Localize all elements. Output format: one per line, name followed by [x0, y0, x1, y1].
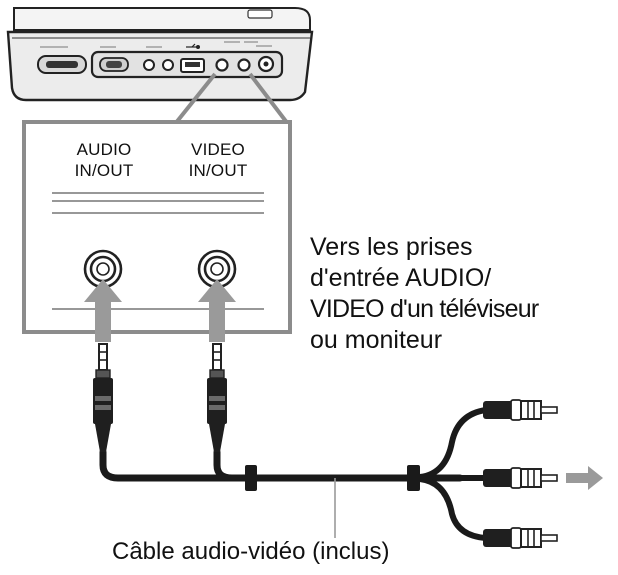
- dvd-player: [6, 7, 314, 102]
- rca-plug-top: [483, 399, 558, 421]
- mini-plug-video: [207, 343, 227, 452]
- port-label-video: VIDEO IN/OUT: [166, 139, 270, 181]
- zoom-callout: [173, 72, 290, 126]
- usb-icon: [186, 43, 201, 49]
- destination-line-4: ou moniteur: [310, 326, 443, 354]
- audio-jack-large: [83, 249, 123, 289]
- rca-plug-bottom: [483, 527, 558, 549]
- arrow-up-icon: [198, 279, 236, 342]
- player-video-jack: [237, 58, 251, 72]
- mini-plug-audio: [93, 343, 113, 452]
- tiny-port-labels: [40, 41, 272, 48]
- jack-small-1: [143, 59, 155, 71]
- jack-small-2: [162, 59, 174, 71]
- destination-line-1: Vers les prises: [310, 233, 473, 261]
- cable-clamp-right: [407, 465, 420, 491]
- player-audio-jack: [215, 58, 229, 72]
- arrow-up-icon: [84, 279, 122, 342]
- cable-caption: Câble audio-vidéo (inclus): [112, 538, 390, 565]
- rca-plug-middle: [483, 467, 558, 489]
- port-label-audio-text: AUDIO IN/OUT: [74, 140, 134, 180]
- cable-wires: [99, 407, 489, 541]
- destination-line-3: VIDEO d'un téléviseur: [310, 295, 539, 323]
- destination-caption: Vers les prises d'entrée AUDIO/ VIDEO d'…: [310, 232, 539, 356]
- zoomed-panel: [22, 120, 292, 334]
- port-label-video-text: VIDEO IN/OUT: [188, 140, 248, 180]
- destination-line-2: d'entrée AUDIO/: [310, 264, 492, 292]
- port-label-audio: AUDIO IN/OUT: [52, 139, 156, 181]
- cable-clamp-left: [245, 465, 257, 491]
- arrow-right-icon: [566, 466, 603, 490]
